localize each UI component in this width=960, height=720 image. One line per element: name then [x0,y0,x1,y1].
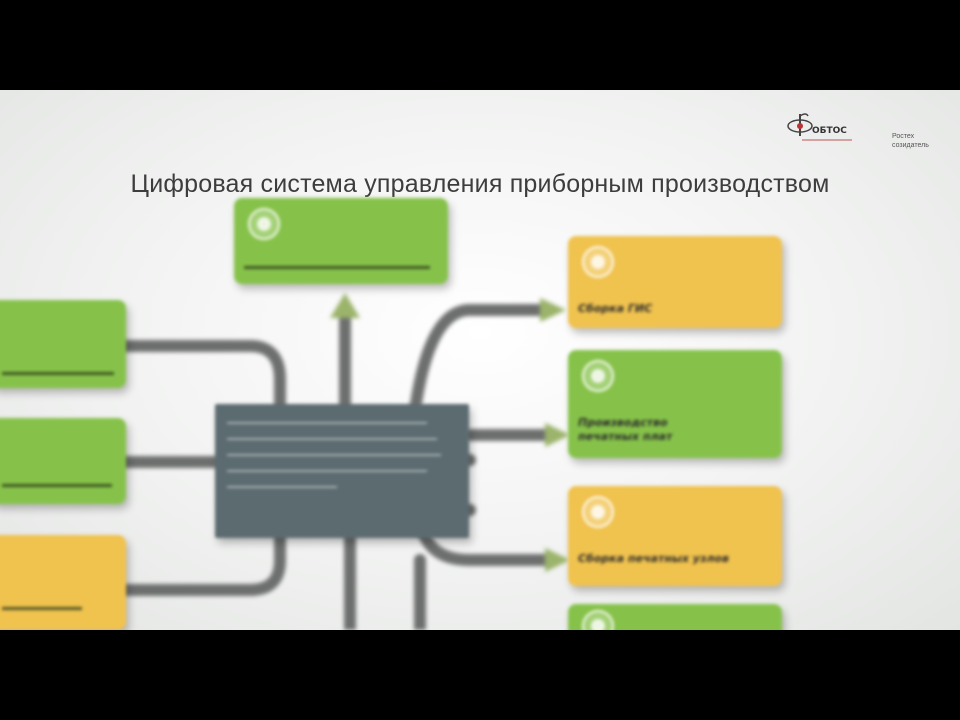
center-text-line-1 [227,422,427,424]
logo-text: ОБТОС [812,126,847,136]
right-box-1-label: Сборка ГИС [578,302,653,315]
right-green-box-bottom [568,604,782,630]
left-green-box-1 [0,300,126,388]
partner-text-line-1: Ростех [892,133,915,140]
central-process-box [215,404,469,538]
logo-underline [802,139,852,141]
partner-logo: Ростех созидатель [892,132,929,150]
diagram-boxes: Сборка ГИС Производство печатных плат Сб… [0,90,960,630]
top-green-box [234,198,448,284]
company-logo: ОБТОС [786,106,856,146]
arrow-right-2 [545,423,570,447]
left-box-1-label-bar [2,372,114,375]
right-box-2-icon [582,360,614,392]
center-text-line-2 [227,438,437,440]
logo-mark-icon [787,113,813,136]
left-yellow-box [0,535,126,630]
left-green-box-2 [0,418,126,504]
right-yellow-box-1: Сборка ГИС [568,236,782,328]
right-yellow-box-2: Сборка печатных узлов [568,486,782,586]
partner-text-line-2: созидатель [892,142,929,149]
left-yellow-label-bar [2,607,82,610]
right-green-box: Производство печатных плат [568,350,782,458]
presentation-slide: ОБТОС Ростех созидатель Цифровая система… [0,90,960,630]
center-text-line-4 [227,470,427,472]
right-box-3-label: Сборка печатных узлов [578,552,729,565]
top-box-icon [248,208,280,240]
right-box-1-icon [582,246,614,278]
right-box-2-label-1: Производство [578,416,668,429]
right-box-2-label-2: печатных плат [578,430,673,443]
center-text-line-3 [227,454,441,456]
left-box-2-label-bar [2,484,112,487]
arrow-right-1 [540,298,566,322]
arrow-right-3 [545,548,570,572]
slide-background [0,90,960,630]
right-box-3-icon [582,496,614,528]
right-box-4-icon [582,610,614,630]
top-box-label-bar [244,266,430,269]
slide-title: Цифровая система управления приборным пр… [130,170,830,198]
center-text-line-5 [227,486,337,488]
arrow-up [330,293,360,318]
